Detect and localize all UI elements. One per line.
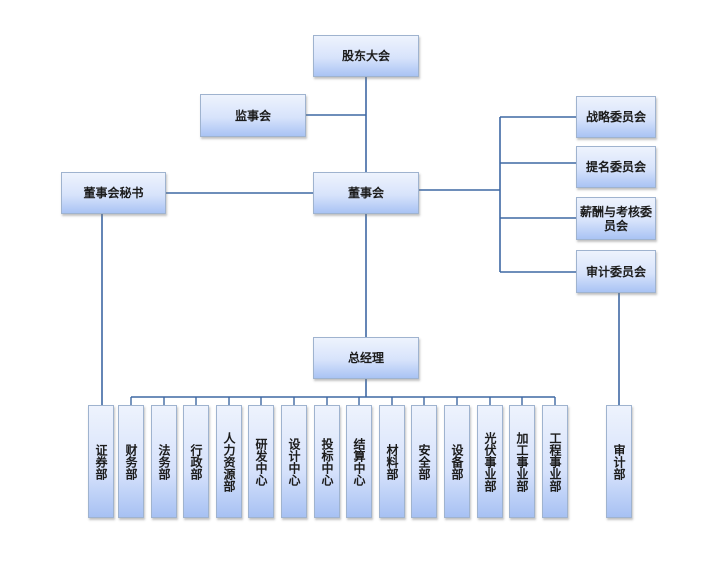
department-label: 结算中心 (352, 437, 366, 486)
department-box: 结算中心 (346, 405, 372, 518)
shareholders-meeting-box: 股东大会 (313, 35, 419, 77)
department-label: 材料部 (385, 443, 399, 480)
department-box: 设备部 (444, 405, 470, 518)
department-label: 安全部 (417, 443, 431, 480)
board-secretary-label: 董事会秘书 (83, 186, 144, 200)
nomination-committee-box: 提名委员会 (576, 146, 656, 188)
remuneration-committee-label: 薪酬与考核委员会 (579, 204, 652, 233)
board-of-directors-box: 董事会 (313, 172, 419, 214)
department-box: 设计中心 (281, 405, 307, 518)
supervisory-board-label: 监事会 (234, 108, 271, 123)
strategy-committee-label: 战略委员会 (585, 110, 646, 124)
audit-committee-label: 审计委员会 (585, 264, 646, 279)
general-manager-label: 总经理 (347, 351, 384, 365)
department-box: 加工事业部 (509, 405, 535, 518)
department-label: 研发中心 (254, 437, 268, 486)
department-label: 法务部 (157, 443, 171, 480)
department-label: 设备部 (450, 443, 464, 480)
department-label: 设计中心 (287, 437, 301, 486)
department-box: 材料部 (379, 405, 405, 518)
department-box: 法务部 (151, 405, 177, 518)
department-label: 行政部 (189, 443, 203, 480)
department-label: 加工事业部 (515, 431, 529, 492)
strategy-committee-box: 战略委员会 (576, 96, 656, 138)
department-label: 光伏事业部 (483, 431, 497, 492)
department-label: 人力资源部 (222, 431, 236, 492)
department-label: 财务部 (124, 443, 138, 480)
department-box: 研发中心 (248, 405, 274, 518)
securities-dept-label: 证券部 (94, 443, 108, 480)
remuneration-committee-box: 薪酬与考核委员会 (576, 197, 656, 240)
department-box: 财务部 (118, 405, 144, 518)
department-box: 投标中心 (314, 405, 340, 518)
department-box: 行政部 (183, 405, 209, 518)
board-secretary-box: 董事会秘书 (61, 172, 166, 214)
nomination-committee-label: 提名委员会 (585, 160, 646, 174)
department-box: 安全部 (411, 405, 437, 518)
supervisory-board-box: 监事会 (200, 94, 306, 137)
audit-dept-box: 审计部 (606, 405, 632, 518)
department-label: 工程事业部 (548, 431, 562, 492)
board-of-directors-label: 董事会 (347, 186, 384, 200)
department-box: 光伏事业部 (477, 405, 503, 518)
department-box: 人力资源部 (216, 405, 242, 518)
department-box: 工程事业部 (542, 405, 568, 518)
department-label: 投标中心 (320, 437, 334, 486)
shareholders-meeting-label: 股东大会 (341, 49, 390, 63)
audit-committee-box: 审计委员会 (576, 250, 656, 293)
securities-dept-box: 证券部 (88, 405, 114, 518)
audit-dept-label: 审计部 (612, 443, 626, 480)
general-manager-box: 总经理 (313, 337, 419, 379)
